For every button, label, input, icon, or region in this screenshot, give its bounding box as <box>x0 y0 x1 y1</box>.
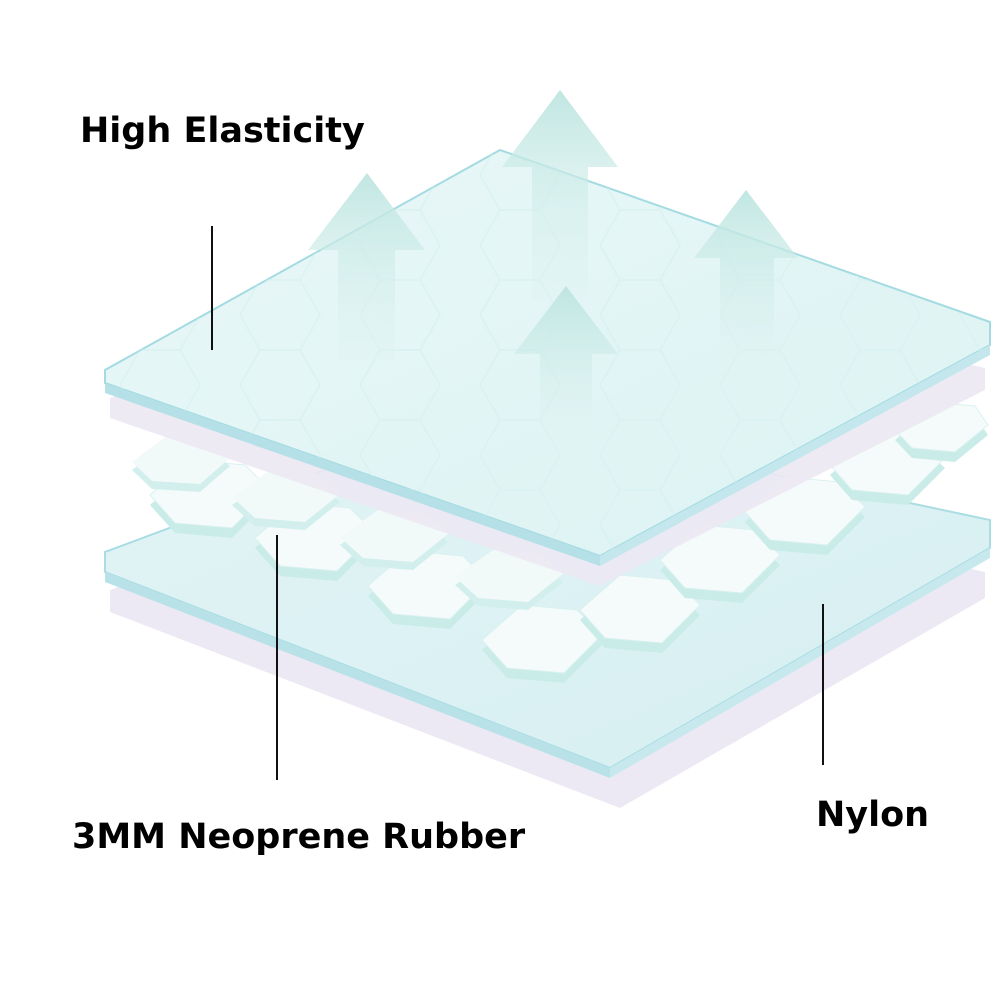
neoprene-hexagon-layer <box>132 401 989 683</box>
hexagon-cell <box>232 470 340 530</box>
up-arrow-icon <box>308 173 425 360</box>
label-high-elasticity: High Elasticity <box>80 111 365 151</box>
top-layer-side <box>600 345 990 566</box>
label-neoprene-rubber: 3MM Neoprene Rubber <box>72 817 526 857</box>
up-arrow-icon <box>514 286 618 440</box>
nylon-layer-side <box>610 548 990 778</box>
label-nylon: Nylon <box>816 795 930 835</box>
up-arrow-icon <box>502 90 618 300</box>
hexagon-cell <box>579 574 701 653</box>
hexagon-cell <box>659 524 781 603</box>
hexagon-cell <box>481 604 603 683</box>
up-arrow-icon <box>694 190 798 370</box>
nylon-layer-edge <box>105 572 610 778</box>
top-layer-edge <box>105 383 600 566</box>
